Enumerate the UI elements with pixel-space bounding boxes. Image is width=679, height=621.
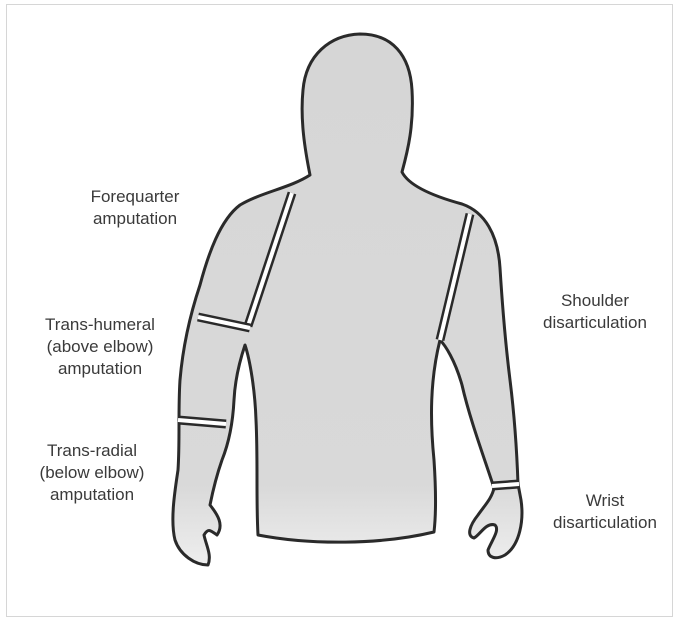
label-wrist-line2: disarticulation <box>540 512 670 534</box>
label-transradial-line1: Trans-radial <box>28 440 156 462</box>
label-shoulder: Shoulder disarticulation <box>530 290 660 334</box>
body-silhouette <box>173 34 522 565</box>
label-transhumeral-line2: (above elbow) <box>34 336 166 358</box>
label-transhumeral-line3: amputation <box>34 358 166 380</box>
label-transradial: Trans-radial (below elbow) amputation <box>28 440 156 506</box>
label-transradial-line2: (below elbow) <box>28 462 156 484</box>
label-shoulder-line1: Shoulder <box>530 290 660 312</box>
label-forequarter: Forequarter amputation <box>80 186 190 230</box>
label-wrist: Wrist disarticulation <box>540 490 670 534</box>
label-forequarter-line1: Forequarter <box>80 186 190 208</box>
label-transhumeral-line1: Trans-humeral <box>34 314 166 336</box>
label-transradial-line3: amputation <box>28 484 156 506</box>
label-forequarter-line2: amputation <box>80 208 190 230</box>
label-wrist-line1: Wrist <box>540 490 670 512</box>
label-transhumeral: Trans-humeral (above elbow) amputation <box>34 314 166 380</box>
label-shoulder-line2: disarticulation <box>530 312 660 334</box>
